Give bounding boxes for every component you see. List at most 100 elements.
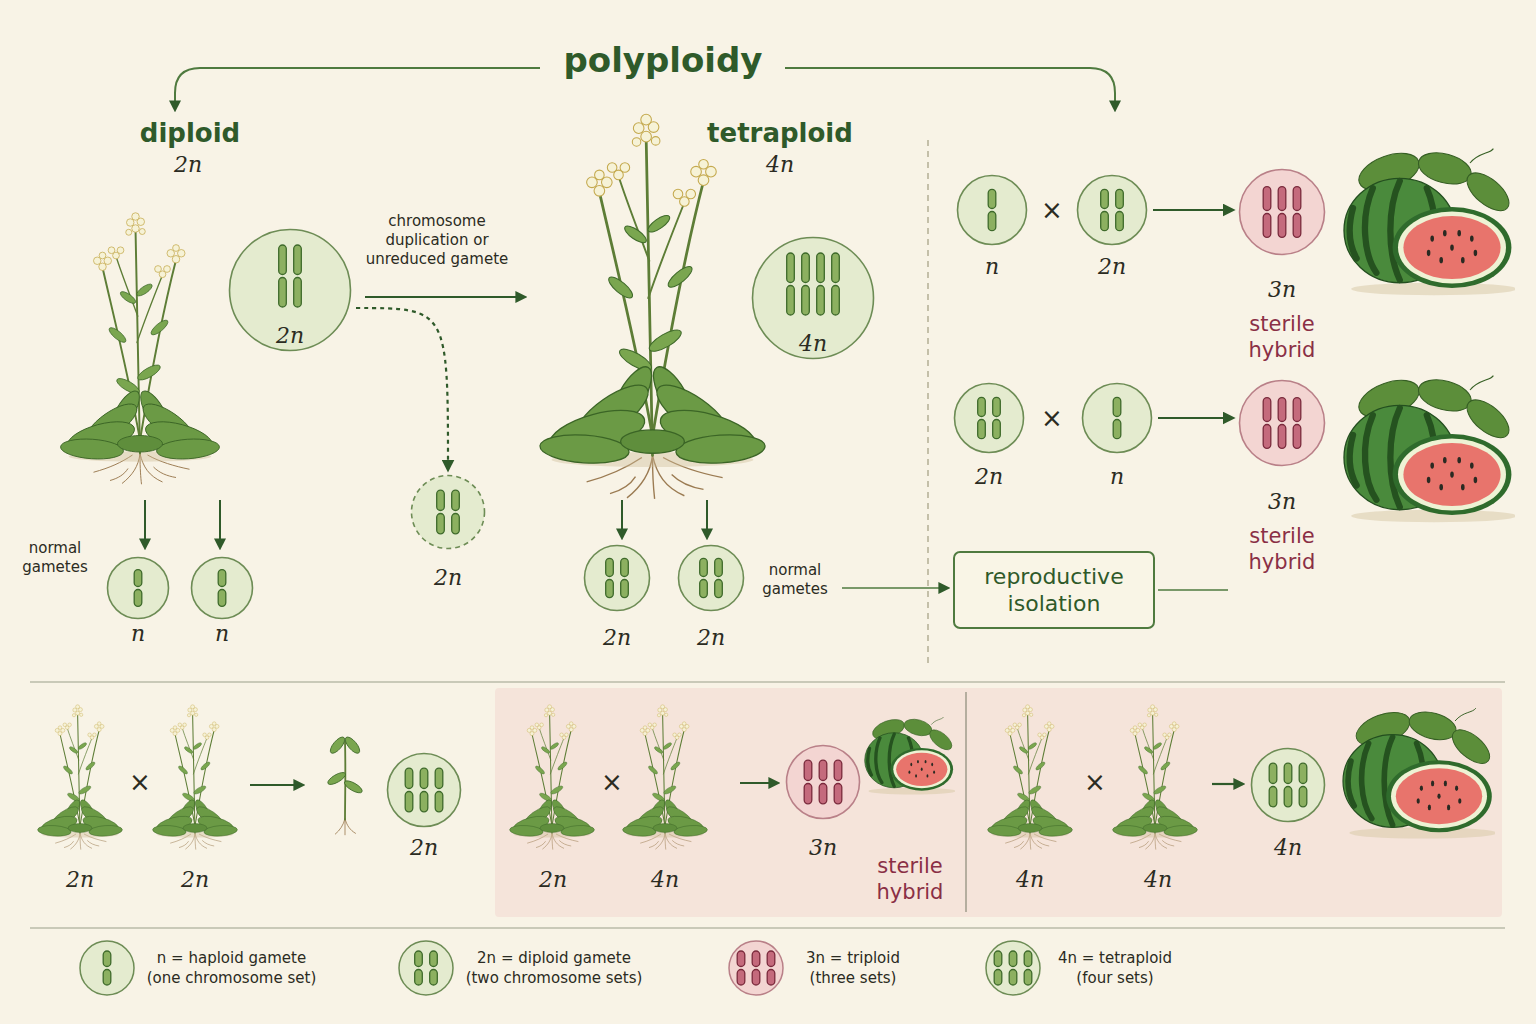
process-box: reproductive isolation [953,551,1155,629]
chromosome-circle: n [1081,382,1153,490]
circle-outline [1083,384,1152,453]
chromosome-arm [420,768,428,788]
chromosome-arm [832,253,840,283]
chromosome-circle-outline [190,556,254,620]
connector-arrow [1153,209,1233,211]
chromosome-arm [1269,763,1277,783]
chromosome-arm [978,420,986,439]
small-plant [987,705,1072,850]
label-stack: 3n [785,835,861,861]
chromosome-arm [804,784,812,804]
ploidy-label: 3n [809,835,837,861]
chromosome-arm [1278,425,1286,449]
chromosome-circle-outline [583,544,651,612]
stage-heading: tetraploid [707,117,853,149]
chromosome-arm [1278,187,1286,211]
chromosome-circle: n [106,556,170,647]
ploidy-label: 4n [766,152,794,178]
circle-outline [1240,170,1325,255]
ploidy-label: 2n [603,625,631,651]
chromosome-arm [430,951,438,967]
chromosome-arm [1263,425,1271,449]
chromosome-arm [767,970,775,986]
circle-outline [108,558,169,619]
chromosome-arm [1116,189,1124,208]
chromosome-arm [804,760,812,780]
legend-item: n = haploid gamete (one chromosome set) [78,939,319,997]
legend-separator [30,927,1505,928]
chromosome-arm [752,970,760,986]
plant-to-gamete-arrows [144,500,146,548]
chromosome-circle-outline [1238,379,1326,467]
chromosome-arm [978,397,986,416]
chromosome-arm [817,286,825,316]
chromosome-arm [1293,398,1301,422]
watermelon [865,716,956,795]
chromosome-circle-outline [953,382,1025,454]
chromosome-arm [988,189,996,208]
chromosome-arm [993,397,1001,416]
legend-text: n = haploid gamete (one chromosome set) [144,948,319,988]
small-plant [37,705,122,850]
legend-item: 2n = diploid gamete (two chromosome sets… [397,939,645,997]
chromosome-arm [420,792,428,812]
triploid-band [495,688,1502,917]
ploidy-label: 2n [410,835,438,861]
chromosome-arm [1024,951,1032,967]
ploidy-label: 3n [1268,277,1296,303]
legend-swatch [984,939,1042,997]
chromosome-arm [819,760,827,780]
ploidy-label: n [1110,464,1124,490]
chromosome-circle: 4n [751,236,875,360]
diagram-title: polyploidy [551,39,774,81]
chromosome-arm [1293,214,1301,238]
chromosome-arm [279,245,287,275]
legend-swatch [727,939,785,997]
ploidy-label: 2n [539,867,567,893]
ploidy-label: 2n [1098,254,1126,280]
cross-arrows [250,784,303,786]
diploid-plant [60,213,220,485]
row-separator [30,681,1505,682]
chromosome-arm [415,970,423,986]
circle-outline [787,746,860,819]
chromosome-circle-outline [956,174,1028,246]
chromosome-arm [437,490,445,510]
label-stack: 3nsterile hybrid [1224,277,1340,363]
plant-to-gamete-arrows [219,500,221,548]
chromosome-arm [134,570,142,587]
chromosome-arm [700,580,708,598]
chromosome-circle: n [190,556,254,647]
legend-text: 3n = triploid (three sets) [793,948,913,988]
chromosome-arm [1284,787,1292,807]
cross-sign: × [1041,403,1063,433]
chromosome-arm [405,768,413,788]
chromosome-arm [819,784,827,804]
chromosome-arm [1113,420,1121,439]
circle-outline [753,238,874,359]
title-arcs [175,68,540,110]
chromosome-arm [294,278,302,308]
chromosome-arm [1263,214,1271,238]
plant-to-gamete-arrows [706,500,708,538]
cross-sign: × [601,767,623,797]
stage-heading: diploid [140,117,240,149]
chromosome-circle: 2n [583,544,651,651]
chromosome-arm [1009,970,1017,986]
watermelon [1344,373,1517,522]
chromosome-arm [1293,425,1301,449]
chromosome-arm [752,951,760,967]
legend-swatch [78,939,136,997]
ploidy-label: 4n [651,867,679,893]
chromosome-circle: 2n [410,474,486,591]
chromosome-arm [715,558,723,576]
legend-item: 4n = tetraploid (four sets) [984,939,1180,997]
gamete-note: normal gametes [15,539,95,577]
chromosome-arm [294,245,302,275]
chromosome-arm [1116,212,1124,231]
label-stack: n [190,621,254,647]
chromosome-arm [279,278,287,308]
chromosome-arm [715,580,723,598]
chromosome-circle: 2n [953,382,1025,490]
